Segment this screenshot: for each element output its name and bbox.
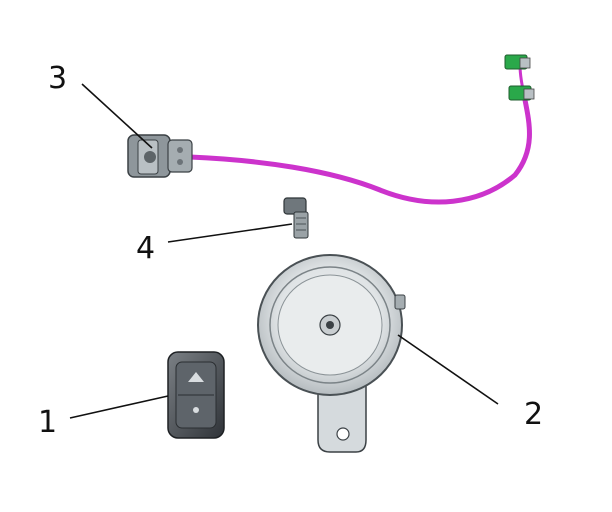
leader-line-4: [167, 223, 293, 243]
switch: [167, 351, 225, 439]
leader-line-3: [81, 83, 153, 149]
callout-2: 2: [524, 397, 544, 432]
callout-1: 1: [38, 405, 58, 440]
leader-line-2: [397, 334, 499, 405]
horn: [257, 254, 406, 453]
bolt: [283, 197, 309, 239]
harness-wire: [187, 97, 532, 205]
callout-4: 4: [136, 231, 156, 266]
leader-lines: [69, 83, 499, 419]
callout-3: 3: [48, 61, 68, 96]
harness-terminal-bottom: [508, 85, 535, 101]
harness-terminal-top: [504, 54, 531, 70]
horn-bracket: [317, 380, 367, 453]
harness-connector: [127, 134, 193, 178]
wiring-harness: [127, 54, 535, 205]
leader-line-1: [69, 395, 169, 419]
